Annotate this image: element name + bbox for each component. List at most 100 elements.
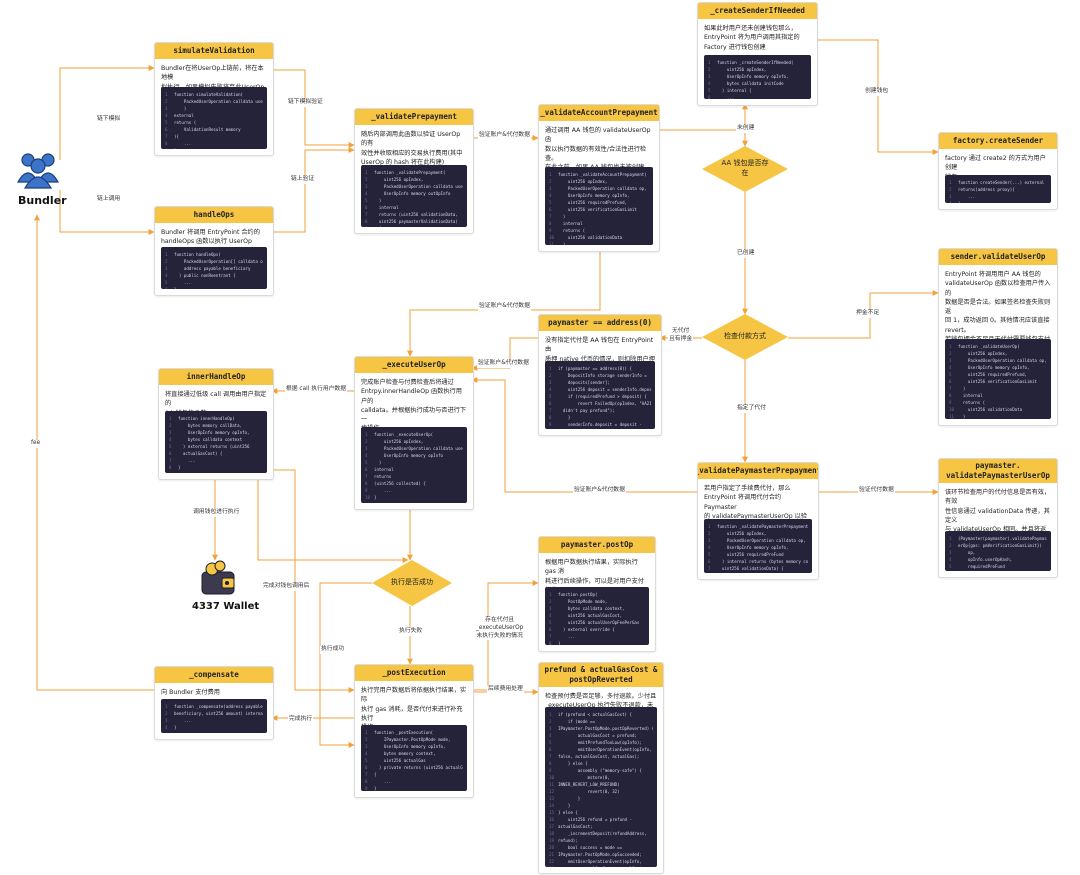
edge-label-specified: 指定了代付 — [736, 405, 767, 413]
code-line-text: uint256 validationData — [958, 407, 1023, 412]
code-line: 4 opInfo.userOpHash, — [949, 556, 1047, 563]
code-line-number: 5 — [708, 88, 711, 93]
code-line-number: 1 — [708, 524, 711, 529]
code-line-number: 1 — [549, 592, 552, 597]
code-line-text: uint256 actualUserOpFeePerGas — [558, 620, 640, 625]
code-line-number: 6 — [949, 570, 958, 571]
code-line-number: 3 — [165, 106, 168, 111]
edge-label-chain-val: 链上验证 — [290, 176, 316, 184]
code-line-text: bytes calldata context, — [558, 606, 625, 611]
code-line: 6 uint256 verificationGasLimit — [549, 206, 649, 213]
code-line: 2 if (mode == — [549, 718, 653, 725]
code-line-text: ... — [174, 718, 192, 723]
code-line-number: 21 — [549, 852, 554, 857]
code-line-number: 23 — [549, 865, 558, 867]
edge-label-dev-sim: 链下模拟 — [96, 116, 122, 124]
code-line-text: uint256 deposit = senderInfo.deposit; — [558, 387, 651, 392]
code-line-text: senderInfo.deposit = deposit - — [558, 422, 642, 427]
code-line: 2 PostOpMode mode, — [549, 598, 645, 605]
code-line-text: ... — [558, 634, 576, 639]
code-line-number: 3 — [549, 726, 552, 731]
code-line: 7 uint256 validationData) { — [708, 565, 808, 572]
code-line: 7 ) — [549, 213, 649, 220]
code-line-text: internal — [374, 467, 394, 472]
code-line-text: function _validatePaymasterPrepayment( — [717, 524, 808, 529]
code-line: 8 } — [549, 414, 651, 421]
code-line-number: 9 — [165, 147, 174, 149]
code-line-number: 2 — [549, 373, 552, 378]
code-line-text: IPaymaster.PostOpMode.postOpReverted) { — [558, 726, 653, 731]
code-line-number: 5 — [169, 444, 172, 449]
code-line-number: 3 — [949, 550, 952, 555]
code-line: 9 returns ( — [549, 227, 649, 234]
edge-label-exec-fail: 执行失败 — [398, 628, 424, 636]
wallet-icon — [201, 560, 235, 595]
code-line-number: 5 — [549, 740, 552, 745]
code-line-text: ... — [717, 572, 734, 573]
code-line: 8 internal — [549, 220, 649, 227]
code-line-number: 6 — [165, 286, 174, 289]
code-line-text: ... — [174, 280, 192, 285]
code-line: 2 IPaymaster.PostOpMode mode, — [365, 736, 463, 743]
code-line-text: ){ — [174, 134, 179, 139]
code-line-number: 3 — [549, 186, 552, 191]
card-title: innerHandleOp — [159, 369, 273, 385]
edge-label-no-pay: 无代付 且有押金 — [668, 328, 694, 344]
card-title: simulateValidation — [155, 43, 273, 59]
code-line-number: 13 — [549, 796, 554, 801]
code-line-number: 3 — [365, 184, 368, 189]
code-line-text: uint256 verificationGasLimit — [958, 379, 1037, 384]
code-line-text: ) internal { — [717, 88, 752, 93]
code-line: 6 ) — [949, 570, 1047, 571]
code-line-text: bytes memory context, — [374, 751, 436, 756]
code-line-text: { — [374, 225, 381, 227]
code-line: 5 ) — [365, 197, 463, 204]
code-line-number: 4 — [549, 733, 552, 738]
code-line-text: uint256 requiredPrefund, — [558, 200, 628, 205]
card-title: paymaster.postOp — [539, 537, 655, 553]
code-line-text: internal — [958, 393, 983, 398]
code-line: 23success, actualGasCost, actualGas); — [549, 865, 653, 867]
code-line-text: emitUserOperationEvent(opInfo, — [558, 747, 652, 752]
code-line-text: PackedUserOperation calldata userOp — [174, 99, 263, 104]
code-line-text: returns ( — [174, 120, 197, 125]
code-line-text: beneficiary, uint256 amount) internal { — [174, 711, 263, 716]
card-title: _compensate — [155, 667, 273, 683]
code-line-number: 4 — [708, 545, 711, 550]
code-line: 1 function _validatePaymasterPrepayment( — [708, 523, 808, 530]
code-line-text: function _validateUserOp( — [958, 344, 1020, 349]
code-line-text: ) — [958, 386, 966, 391]
code-line: 5 ) — [365, 459, 463, 466]
code-line: 4 ) public nonReentrant { — [165, 272, 263, 279]
code-line-number: 3 — [708, 74, 711, 79]
code-line-text: ) — [958, 570, 965, 571]
code-line-number: 1 — [165, 92, 168, 97]
code-line-text: external — [174, 113, 194, 118]
decision-exec-success: 执行是否成功 — [372, 560, 452, 606]
code-line-number: 1 — [365, 730, 368, 735]
card-description: Bundler 将调用 EntryPoint 合约的 handleOps 函数以… — [161, 229, 260, 246]
edge-compensate-bundler — [34, 214, 154, 691]
code-line-number: 4 — [708, 81, 711, 86]
code-line-text: uint256 opIndex, — [717, 67, 767, 72]
edge-label-create-wallet: 创建钱包 — [864, 88, 890, 96]
code-line: 5 emitPrefundTooLow(opInfo); — [549, 739, 653, 746]
code-line-text: if (mode == — [558, 719, 595, 724]
code-line-text: INNER_REVERT_LOW_PREFUND) — [558, 782, 620, 787]
code-line: 7 didn't pay prefund"); — [549, 407, 651, 414]
card-execute-userop: _executeUserOp 完成账户检查与付费检查后将通过 Entrpy.in… — [354, 356, 474, 510]
code-line: 9 assembly ("memory-safe") { — [549, 767, 653, 774]
code-line: 7 returns (uint256 validationData, — [365, 211, 463, 218]
code-line-text: function _validateAccountPrepayment( — [558, 172, 647, 177]
code-line-text: IPaymaster.PostOpMode mode, — [374, 737, 451, 742]
code-line-text: UserOpInfo memory opInfo, — [958, 365, 1030, 370]
code-line-number: 5 — [708, 552, 711, 557]
code-line-number: 17 — [549, 824, 554, 829]
